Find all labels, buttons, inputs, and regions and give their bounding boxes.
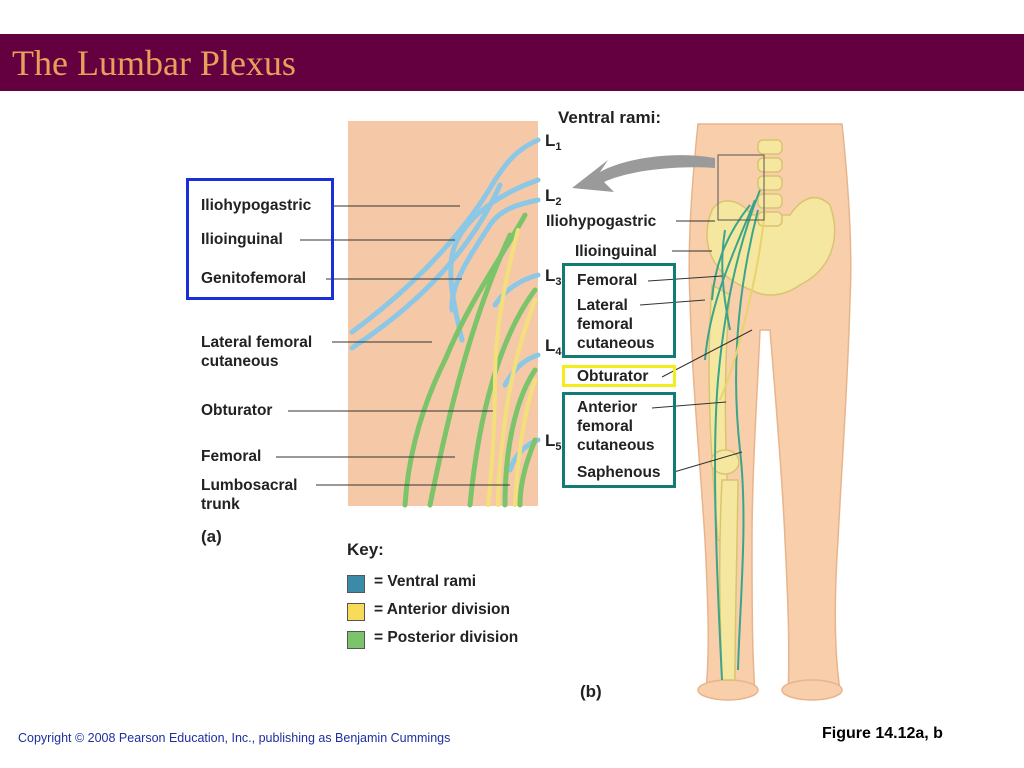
key-label-posterior-division: = Posterior division <box>374 629 519 646</box>
grey-arrow <box>572 155 715 192</box>
label-b-anterior-line1: Anterior <box>577 399 638 416</box>
label-b-anterior-line3: cutaneous <box>577 437 655 454</box>
copyright-text: Copyright © 2008 Pearson Education, Inc.… <box>18 731 451 745</box>
label-lateral-femoral-cutaneous-line2: cutaneous <box>201 353 279 370</box>
label-b-femoral: Femoral <box>577 272 638 289</box>
label-lumbosacral-trunk-line2: trunk <box>201 496 240 513</box>
key-swatch-ventral-rami <box>347 575 365 593</box>
spine-inset-box <box>717 154 765 221</box>
ramus-l4: L4 <box>545 336 562 358</box>
label-b-obturator: Obturator <box>577 368 649 385</box>
label-iliohypogastric: Iliohypogastric <box>201 197 312 214</box>
key-swatch-anterior-division <box>347 603 365 621</box>
panel-a-posterior-division <box>402 212 538 508</box>
panel-a-label: (a) <box>201 527 222 546</box>
label-b-lateral-line1: Lateral <box>577 297 628 314</box>
label-b-anterior-line2: femoral <box>577 418 633 435</box>
label-b-ilioinguinal: Ilioinguinal <box>575 243 657 260</box>
ramus-l1: L1 <box>545 131 562 153</box>
label-genitofemoral: Genitofemoral <box>201 270 307 287</box>
key-title: Key: <box>347 540 384 559</box>
label-b-lateral-line3: cutaneous <box>577 335 655 352</box>
panel-b-obturator-nerve <box>719 209 766 401</box>
key-swatch-posterior-division <box>347 631 365 649</box>
ramus-l3: L3 <box>545 266 562 288</box>
label-ilioinguinal: Ilioinguinal <box>201 231 283 248</box>
blue-highlight-box <box>186 178 334 300</box>
label-b-lateral-line2: femoral <box>577 316 633 333</box>
figure-label: Figure 14.12a, b <box>822 725 943 742</box>
label-b-saphenous: Saphenous <box>577 464 661 481</box>
label-lumbosacral-trunk-line1: Lumbosacral <box>201 477 298 494</box>
label-b-iliohypogastric: Iliohypogastric <box>546 213 657 230</box>
panel-b-leader-lines <box>639 220 753 473</box>
title-bar: The Lumbar Plexus <box>0 34 1024 91</box>
slide-title: The Lumbar Plexus <box>12 43 296 83</box>
panel-a-anterior-division <box>486 228 537 507</box>
teal-highlight-box-upper <box>562 263 676 358</box>
label-femoral: Femoral <box>201 448 262 465</box>
ventral-rami-header: Ventral rami: <box>558 108 661 127</box>
label-lateral-femoral-cutaneous-line1: Lateral femoral <box>201 334 313 351</box>
ramus-l5: L5 <box>545 431 562 453</box>
teal-highlight-box-lower <box>562 392 676 488</box>
panel-b-nerves <box>704 189 761 681</box>
ramus-l2: L2 <box>545 186 562 208</box>
key-label-ventral-rami: = Ventral rami <box>374 573 477 590</box>
key-label-anterior-division: = Anterior division <box>374 601 510 618</box>
panel-a-ventral-rami <box>349 137 541 473</box>
panel-b-label: (b) <box>580 682 602 701</box>
yellow-highlight-box <box>562 365 676 387</box>
panel-a-leader-lines <box>276 205 510 486</box>
label-obturator: Obturator <box>201 402 273 419</box>
